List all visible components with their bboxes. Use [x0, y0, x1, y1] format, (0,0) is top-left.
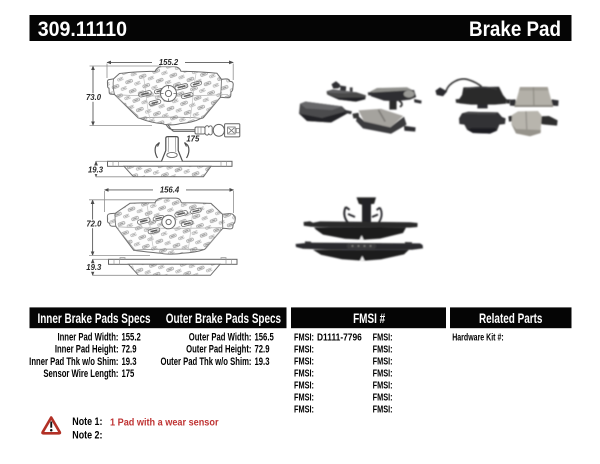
- svg-text:FMSI:: FMSI:: [373, 331, 393, 343]
- svg-text:FMSI:: FMSI:: [294, 367, 314, 379]
- svg-text:FMSI:: FMSI:: [294, 379, 314, 391]
- svg-text:Outer Brake Pads Specs: Outer Brake Pads Specs: [166, 310, 282, 326]
- svg-text:Note 2:: Note 2:: [72, 430, 102, 442]
- svg-text:72.9: 72.9: [255, 343, 270, 356]
- svg-text:Brake Pad: Brake Pad: [469, 18, 561, 41]
- svg-text:FMSI:: FMSI:: [373, 403, 393, 415]
- svg-text:175: 175: [122, 368, 135, 381]
- svg-text:FMSI:: FMSI:: [373, 391, 393, 403]
- svg-text:FMSI:: FMSI:: [373, 367, 393, 379]
- svg-text:175: 175: [186, 134, 199, 143]
- svg-text:D1111-7796: D1111-7796: [317, 332, 362, 344]
- svg-text:Related Parts: Related Parts: [479, 310, 543, 326]
- svg-text:FMSI:: FMSI:: [294, 391, 314, 403]
- svg-text:156.5: 156.5: [255, 331, 275, 344]
- svg-text:309.11110: 309.11110: [38, 17, 127, 41]
- svg-text:Outer Pad Thk w/o Shim:: Outer Pad Thk w/o Shim:: [160, 356, 251, 369]
- svg-text:155.2: 155.2: [159, 57, 179, 66]
- svg-text:Inner Pad Height:: Inner Pad Height:: [55, 343, 119, 356]
- svg-text:1 Pad with a wear sensor: 1 Pad with a wear sensor: [110, 417, 219, 429]
- svg-text:Inner Pad Thk w/o Shim:: Inner Pad Thk w/o Shim:: [29, 356, 118, 369]
- svg-text:19.3: 19.3: [88, 165, 103, 174]
- svg-text:72.0: 72.0: [86, 219, 101, 228]
- svg-text:Inner Pad Width:: Inner Pad Width:: [57, 331, 118, 344]
- svg-text:Outer Pad Width:: Outer Pad Width:: [189, 331, 252, 344]
- svg-text:FMSI:: FMSI:: [373, 355, 393, 367]
- svg-text:FMSI:: FMSI:: [373, 379, 393, 391]
- svg-text:155.2: 155.2: [122, 331, 141, 344]
- svg-text:Outer Pad Height:: Outer Pad Height:: [186, 343, 251, 356]
- svg-text:FMSI:: FMSI:: [373, 343, 393, 355]
- svg-text:Sensor Wire Length:: Sensor Wire Length:: [43, 368, 118, 381]
- svg-text:72.9: 72.9: [122, 343, 137, 356]
- svg-text:19.3: 19.3: [255, 356, 270, 369]
- svg-text:156.4: 156.4: [160, 185, 180, 194]
- svg-text:FMSI:: FMSI:: [294, 355, 314, 367]
- svg-text:Hardware Kit #:: Hardware Kit #:: [452, 331, 504, 343]
- svg-text:73.0: 73.0: [86, 93, 101, 102]
- svg-text:FMSI:: FMSI:: [294, 403, 314, 415]
- svg-text:Note 1:: Note 1:: [72, 416, 102, 428]
- svg-text:FMSI:: FMSI:: [294, 343, 314, 355]
- svg-text:19.3: 19.3: [122, 356, 137, 369]
- svg-text:Inner Brake Pads Specs: Inner Brake Pads Specs: [37, 310, 150, 326]
- svg-text:FMSI:: FMSI:: [294, 331, 314, 343]
- svg-text:19.3: 19.3: [86, 263, 101, 272]
- svg-text:FMSI #: FMSI #: [353, 310, 385, 326]
